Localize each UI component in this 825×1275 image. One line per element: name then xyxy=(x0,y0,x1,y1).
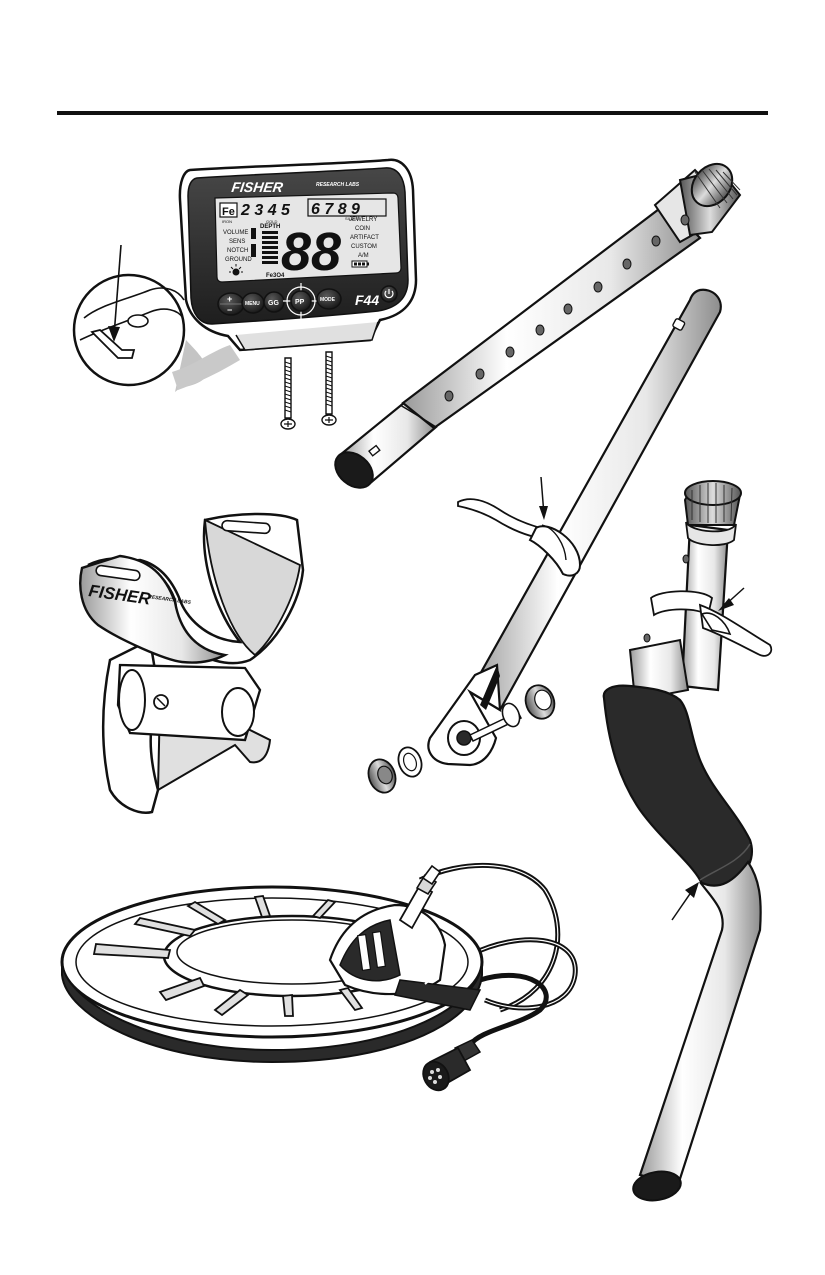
mode-button[interactable]: MODE xyxy=(316,288,342,310)
gg-button[interactable]: GG xyxy=(263,291,285,313)
label-jewelry: JEWELRY xyxy=(349,217,377,223)
connector-plug xyxy=(422,1039,482,1092)
cable-strap xyxy=(457,498,582,577)
knob-top xyxy=(683,480,742,546)
label-sens: SENS xyxy=(229,239,245,245)
label-coin: COIN xyxy=(355,226,370,232)
fe3o4-label: Fe3O4 xyxy=(266,273,285,279)
knob-left xyxy=(367,758,397,794)
pp-label: PP xyxy=(295,299,305,306)
coil-spokes xyxy=(92,895,364,1017)
big-digits: 88 xyxy=(281,222,341,282)
foam-grip xyxy=(602,684,754,893)
label-am: A/M xyxy=(358,253,369,259)
scale-right-sub: SILVER xyxy=(345,216,359,221)
scale-left: 2 3 4 5 xyxy=(240,202,291,219)
lcd-display xyxy=(214,192,402,283)
label-volume: VOLUME xyxy=(223,230,248,236)
menu-button[interactable]: MENU xyxy=(241,292,265,314)
label-notch: NOTCH xyxy=(227,248,248,254)
arrow-icon xyxy=(108,244,122,342)
search-coil xyxy=(60,862,578,1092)
adjustment-holes xyxy=(444,214,690,402)
plus-minus-button[interactable]: + − xyxy=(217,292,245,316)
power-icon xyxy=(384,289,394,299)
label-custom: CUSTOM xyxy=(351,244,377,250)
fe-sub: IRON xyxy=(222,219,232,224)
label-artifact: ARTIFACT xyxy=(350,235,379,241)
lower-rod xyxy=(367,288,722,794)
depth-label: DEPTH xyxy=(260,224,280,230)
upper-shaft xyxy=(334,162,742,489)
screw-icon xyxy=(280,357,296,430)
detail-callout xyxy=(72,273,240,392)
depth-bars xyxy=(262,231,278,264)
fe-label: Fe xyxy=(222,206,235,218)
washer-left xyxy=(397,746,423,778)
screw-icon xyxy=(321,351,337,426)
model-badge: F44 xyxy=(355,292,379,308)
minus-label: − xyxy=(227,305,232,315)
armrest: FISHER RESEARCH LABS xyxy=(79,512,305,814)
s-rod xyxy=(602,480,773,1202)
plus-label: + xyxy=(227,294,232,304)
mode-label: MODE xyxy=(320,297,336,303)
power-button[interactable] xyxy=(380,285,398,303)
control-box: FISHER RESEARCH LABS Fe IRON 2 3 4 5 6 7… xyxy=(72,158,418,430)
brand-sub: RESEARCH LABS xyxy=(316,182,360,188)
fe-box xyxy=(219,202,238,218)
knob-right xyxy=(524,684,556,720)
scale-right: 6 7 8 9 xyxy=(311,201,360,218)
battery-icon xyxy=(351,260,369,268)
coil-cable xyxy=(418,862,578,1063)
label-ground: GROUND xyxy=(225,257,252,263)
pp-button[interactable]: PP xyxy=(283,283,319,319)
gg-label: GG xyxy=(268,300,279,307)
arrow-icon xyxy=(671,882,699,921)
arrow-icon xyxy=(718,587,745,611)
scale-left-sub: GOLD xyxy=(266,219,277,224)
lightbulb-icon xyxy=(229,264,243,276)
arrow-icon xyxy=(539,476,548,520)
brand-logo: FISHER xyxy=(231,179,285,195)
menu-label: MENU xyxy=(245,301,260,307)
cable-strap xyxy=(650,590,773,657)
